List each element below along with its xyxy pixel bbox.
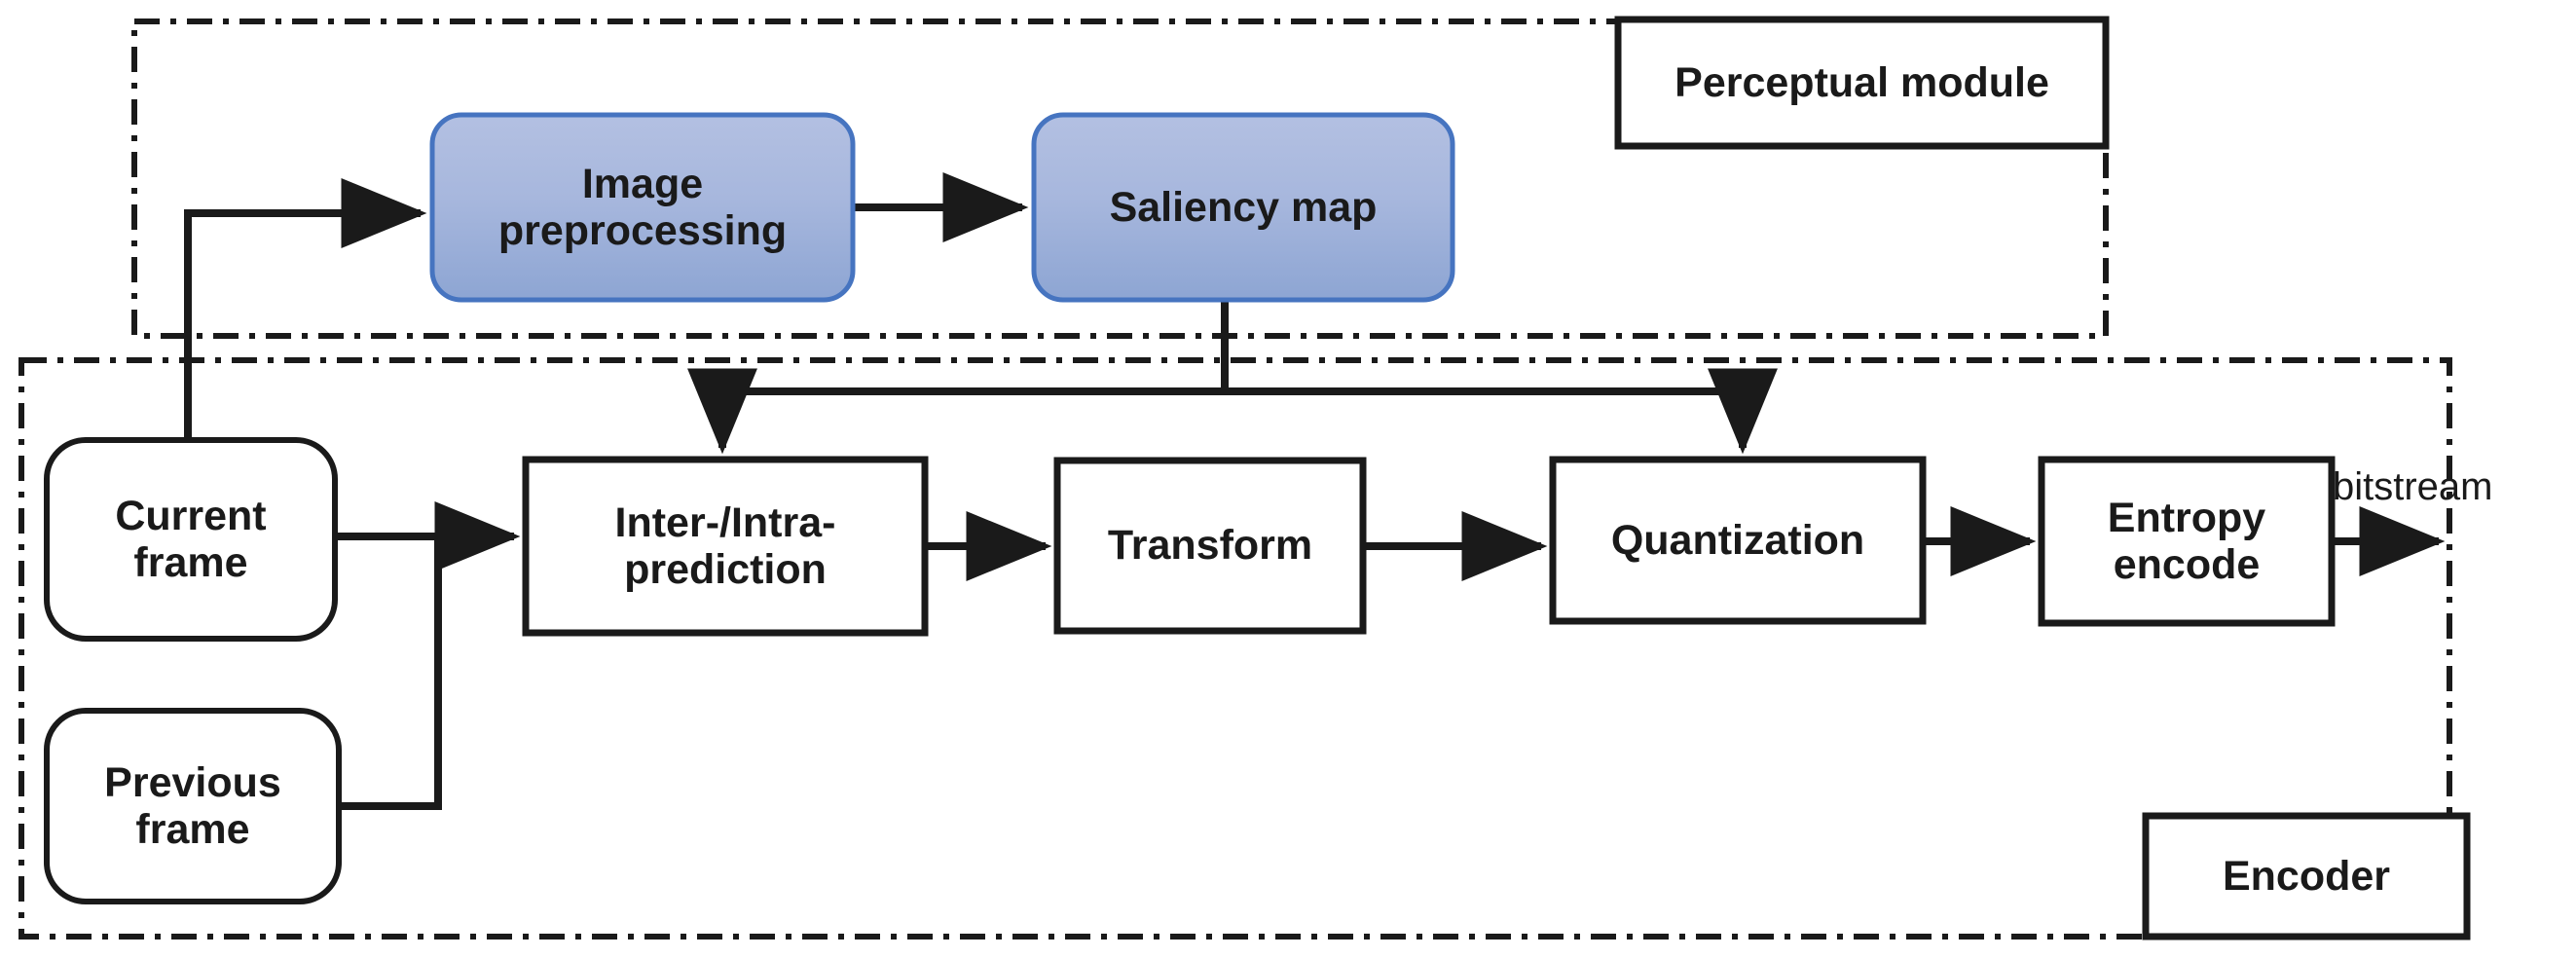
perceptual-module-boundary xyxy=(131,18,2109,339)
connector-previous-frame-to-merge xyxy=(339,536,442,810)
encoder-label-box xyxy=(2142,812,2471,940)
node-current-frame[interactable] xyxy=(44,437,338,642)
node-transform[interactable] xyxy=(1053,457,1367,635)
node-inter-intra-prediction[interactable] xyxy=(522,456,929,637)
node-entropy-encode[interactable] xyxy=(2038,456,2336,627)
bitstream-label: bitstream xyxy=(2333,465,2493,508)
node-saliency-map[interactable] xyxy=(1031,112,1455,303)
node-previous-frame[interactable] xyxy=(44,708,342,904)
connector-current-frame-to-image-preprocessing xyxy=(184,178,427,440)
node-quantization[interactable] xyxy=(1549,456,1927,625)
node-image-preprocessing[interactable] xyxy=(429,112,856,303)
encoder-boundary xyxy=(18,357,2452,940)
perceptual-module-label-box xyxy=(1614,16,2110,150)
